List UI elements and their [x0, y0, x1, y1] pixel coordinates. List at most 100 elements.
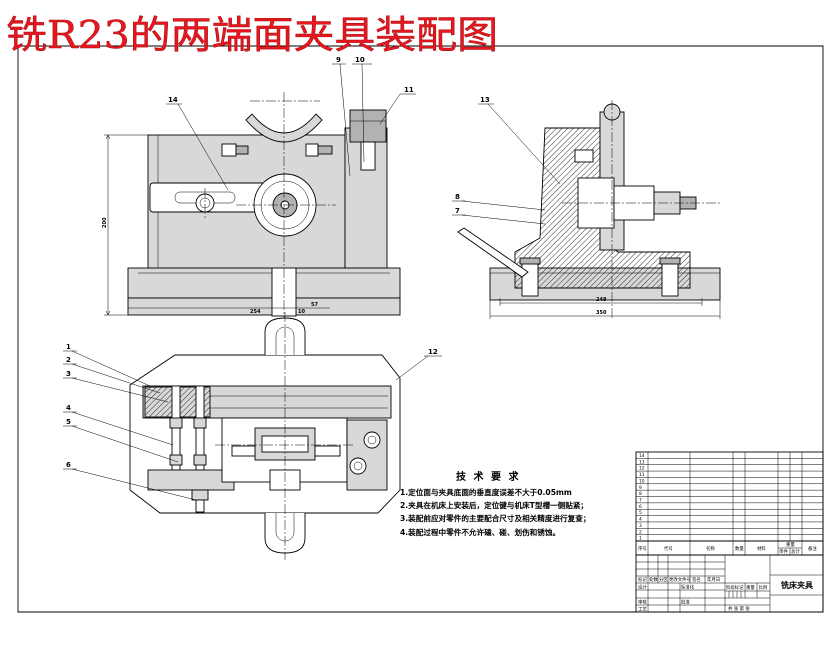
top-view: 1 2 3 4 5 6 12 [63, 312, 442, 560]
part-label-1: 1 [66, 343, 71, 351]
bom-row-no: 14 [639, 453, 645, 459]
height-dimension: 200 [102, 217, 108, 228]
bom-row-lines [636, 458, 823, 535]
side-inner-dimension: 248 [596, 297, 607, 303]
name-cell-lines [769, 555, 823, 612]
left-base-bolt-head [519, 257, 541, 265]
leader-5 [63, 425, 179, 463]
base-foot-block [147, 469, 235, 491]
bom-row-no: 8 [639, 491, 642, 497]
leader-4 [63, 411, 174, 446]
revision-header-mark: 标记 [638, 576, 647, 583]
stud-left-nut-lower [169, 454, 183, 466]
requirement-4: 4.装配过程中零件不允许磕、碰、划伤和锈蚀。 [400, 527, 560, 537]
bom-row-no: 3 [639, 523, 642, 529]
right-screw-head [317, 145, 333, 155]
leader-3 [63, 377, 169, 403]
drawing-title: 铣R23的两端面夹具装配图 [6, 13, 498, 57]
bom-row-no: 2 [639, 529, 642, 535]
leader-2 [63, 363, 161, 394]
front-view: 200 254 10 57 9 10 11 14 [102, 56, 416, 340]
weight-label: 重量 [746, 584, 755, 591]
bom-header-unit: 单件 [779, 548, 788, 555]
revision-header-date: 年月日 [707, 576, 720, 583]
bom-header-code: 代号 [664, 545, 673, 552]
part-label-13: 13 [480, 96, 490, 104]
bottom-bolt-shank [195, 499, 205, 513]
revision-header-zone: 分区 [659, 576, 668, 583]
clamp-right-screw [314, 445, 341, 457]
part-label-14: 14 [168, 96, 178, 104]
part-label-10: 10 [355, 56, 365, 64]
scale-label: 比例 [759, 584, 768, 591]
revision-grid [636, 555, 770, 612]
signature-approve: 批准 [681, 599, 690, 606]
leader-14 [166, 103, 229, 191]
bom-header-total: 总计 [791, 548, 800, 555]
signature-design: 设计 [638, 584, 647, 591]
base-foot [127, 297, 401, 316]
bom-header-weight: 重量 [786, 541, 795, 548]
stud-left-nut-upper [169, 417, 183, 429]
part-label-3: 3 [66, 370, 71, 378]
signature-standard: 标准化 [681, 584, 695, 591]
bom-row-no: 11 [639, 472, 645, 478]
signature-process: 工艺 [638, 607, 647, 613]
part-label-2: 2 [66, 356, 71, 364]
leader-7 [452, 214, 546, 225]
left-base-bolt [521, 261, 539, 297]
bom-row-no: 12 [639, 466, 645, 472]
right-support-block [346, 419, 388, 491]
top-mounting-slot [275, 326, 295, 355]
bom-header-qty: 数量 [735, 545, 744, 552]
part-label-11: 11 [404, 86, 414, 94]
revision-header-change-no: 更改文件号 [669, 576, 692, 583]
bottom-bolt-head [191, 489, 209, 501]
part-label-12: 12 [428, 348, 438, 356]
bom-row-no: 6 [639, 504, 642, 510]
stage-grid [725, 583, 770, 606]
bom-row-no: 10 [639, 478, 645, 484]
clamp-screw [360, 141, 376, 171]
side-overall-dimension: 350 [596, 310, 607, 316]
bom-row-no: 13 [639, 459, 645, 465]
drawing-name: 铣床夹具 [781, 580, 813, 590]
part-label-7: 7 [455, 207, 460, 215]
support-bolt-lower [349, 457, 367, 475]
part-label-8: 8 [455, 193, 460, 201]
bom-column-lines [647, 452, 803, 555]
support-bolt-upper-hole [367, 435, 377, 445]
gap-dimension: 10 [298, 309, 305, 315]
band-lines [210, 395, 388, 409]
technical-requirements: 技 术 要 求 1.定位面与夹具底面的垂直度误差不大于0.05mm 2.夹具在机… [400, 470, 590, 537]
right-base-bolt-head [659, 257, 681, 265]
title-block-frame [635, 451, 824, 613]
revision-header-count: 处数 [649, 576, 658, 583]
right-screw-body [305, 143, 319, 157]
title-block: 14 13 12 11 10 9 8 7 6 5 4 3 2 1 序号 代号 名… [635, 451, 824, 613]
bom-header-name: 名称 [706, 545, 715, 552]
leader-6 [63, 468, 197, 501]
requirements-heading: 技 术 要 求 [456, 470, 520, 483]
bom-header-no: 序号 [638, 545, 647, 552]
clamp-left-screw [231, 445, 256, 457]
sheet-count: 共 张 第 张 [728, 605, 750, 612]
bom-header-lines [636, 540, 823, 556]
v-block [245, 113, 323, 143]
side-inner-dimension-line [499, 298, 703, 306]
stud-right-nut-upper [193, 417, 207, 429]
requirement-3: 3.装配前应对零件的主要配合尺寸及相关精度进行复查； [400, 513, 590, 524]
leader-1 [63, 350, 151, 387]
leader-10 [352, 63, 372, 163]
part-label-4: 4 [66, 404, 71, 412]
width-dimension: 254 [250, 309, 261, 315]
part-label-6: 6 [66, 461, 71, 469]
requirement-1: 1.定位面与夹具底面的垂直度误差不大于0.05mm [400, 487, 572, 497]
stud-right-nut-lower [193, 454, 207, 466]
part-label-5: 5 [66, 418, 71, 426]
clamp-handle [457, 227, 529, 278]
support-bolt-upper [363, 431, 381, 449]
bom-row-no: 1 [639, 536, 642, 542]
stage-mark-label: 阶段标记 [726, 584, 744, 591]
